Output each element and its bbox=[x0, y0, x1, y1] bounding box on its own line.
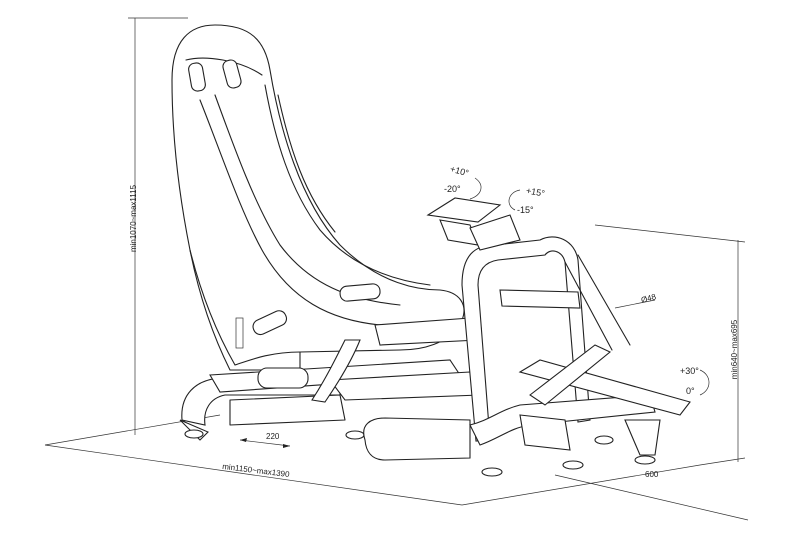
width-label: 600 bbox=[645, 470, 659, 479]
pedal-height-label: min640~max695 bbox=[730, 319, 740, 380]
wheel-rot-down-label: -15° bbox=[517, 205, 534, 215]
wheel-tilt-down-label: -20° bbox=[444, 184, 461, 194]
pedal-up-label: +30° bbox=[680, 366, 699, 376]
wheel-mount-plate bbox=[426, 197, 521, 251]
seat-base-frame bbox=[179, 317, 483, 441]
racing-seat bbox=[171, 24, 465, 371]
seat-height-label: min1070~max1115 bbox=[129, 184, 139, 253]
angle-arrows bbox=[469, 177, 710, 396]
dimension-lines bbox=[44, 17, 749, 521]
seat-slide-label: 220 bbox=[266, 432, 280, 441]
wheel-stand-frame bbox=[363, 236, 691, 477]
pedal-zero-label: 0° bbox=[686, 386, 695, 396]
